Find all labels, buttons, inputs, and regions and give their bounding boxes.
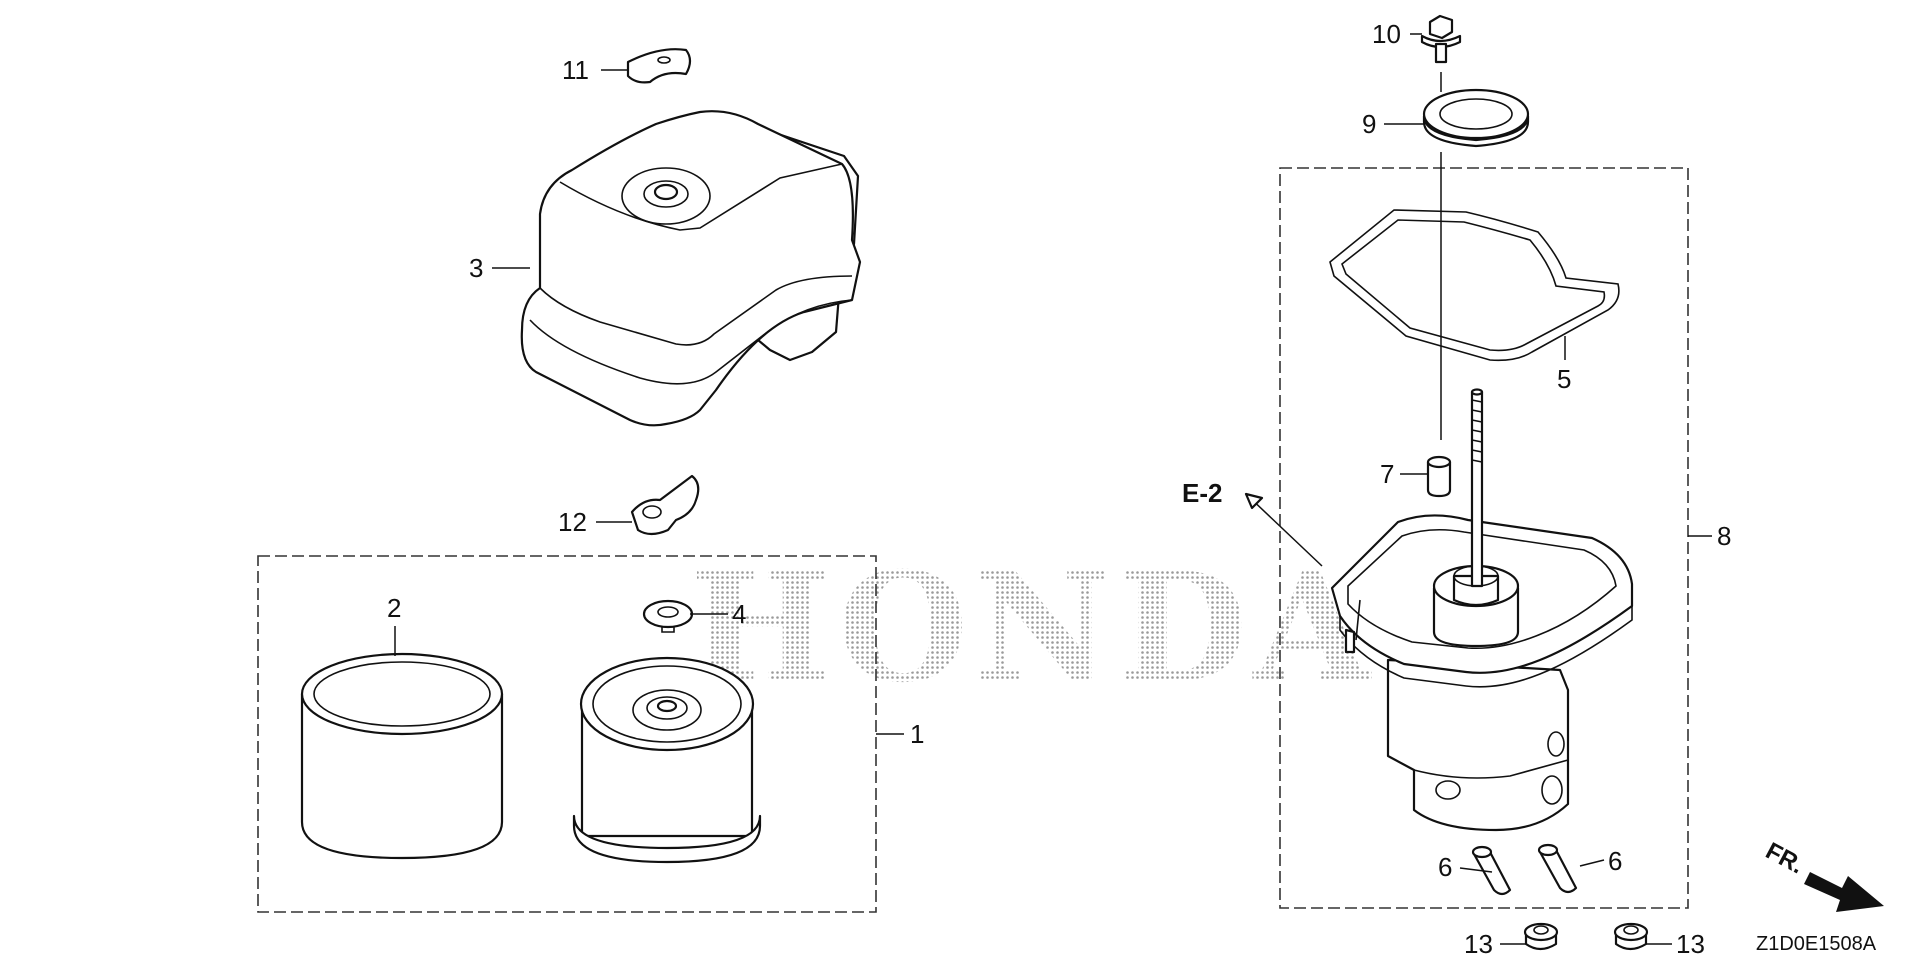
callout-6-right: 6 [1608,846,1622,876]
leader-lines [394,33,1712,945]
air-cleaner-cover-part-3 [520,110,862,427]
honda-watermark: HONDA [690,540,1376,716]
outer-element-part-2 [300,652,504,860]
flange-nut-part-13-right [1613,922,1649,951]
callout-4: 4 [732,599,746,629]
direction-label: FR. [1761,837,1808,879]
callout-6-left: 6 [1438,852,1452,882]
diagram-code: Z1D0E1508A [1756,933,1877,955]
callout-9: 9 [1362,109,1376,139]
callout-11: 11 [562,55,589,85]
reference-tag-e2: E-2 [1182,478,1222,508]
tube-part-6-right [1537,843,1578,894]
gasket-part-5 [1329,209,1620,362]
flange-bolt-part-10 [1420,14,1462,92]
wing-nut-part-12 [630,474,700,536]
direction-arrow-icon [1804,872,1884,912]
air-cleaner-kit-frame [257,555,877,913]
callout-13-left: 13 [1464,929,1493,959]
callout-10: 10 [1372,19,1401,49]
grommet-part-4 [642,599,694,633]
callout-8: 8 [1717,521,1731,551]
callout-13-right: 13 [1676,929,1705,959]
paper-element-part-1 [572,656,762,864]
tube-part-6-left [1471,845,1512,896]
air-cleaner-case-part-8 [1330,388,1634,832]
wing-nut-part-11 [626,48,692,84]
flange-nut-part-13-left [1523,922,1559,951]
callout-12: 12 [558,507,587,537]
callout-3: 3 [469,253,483,283]
case-assembly-frame [1279,167,1689,909]
callout-7: 7 [1380,459,1394,489]
front-direction-indicator: FR. [1761,837,1884,912]
callout-5: 5 [1557,364,1571,394]
callout-2: 2 [387,593,401,623]
seal-ring-part-9 [1422,88,1530,148]
collar-part-7 [1426,455,1452,498]
callout-1: 1 [910,719,924,749]
